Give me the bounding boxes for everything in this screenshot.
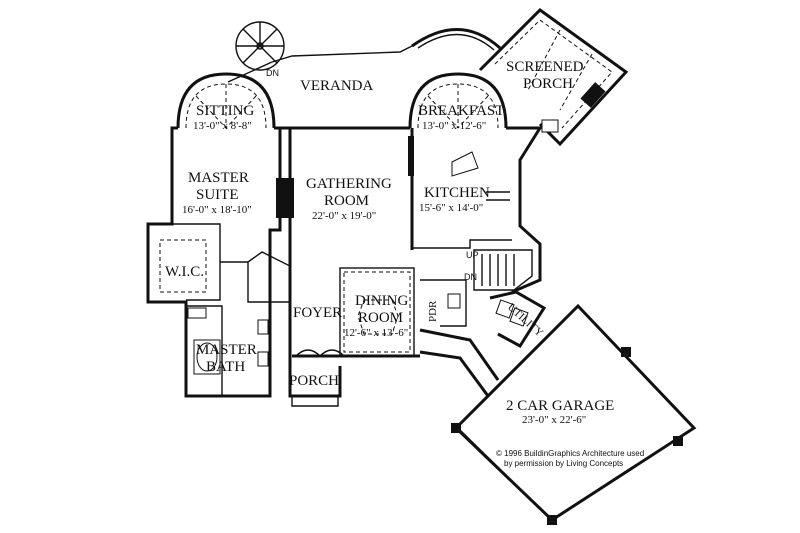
garage-dim: 23'-0" x 22'-6" (522, 414, 586, 426)
sitting-bay (176, 72, 276, 129)
service-walls (419, 279, 547, 397)
stair-up-label: UP (466, 250, 479, 260)
dining-label-2: ROOM (358, 310, 403, 326)
spiral-dn-label: DN (266, 68, 279, 78)
dining-dim: 12'-6" x 13'-6" (344, 327, 408, 339)
master-bath-label-2: BATH (206, 359, 245, 375)
kitchen-label: KITCHEN (424, 185, 490, 201)
dining-label-1: DINING (355, 293, 408, 309)
breakfast-label: BREAKFAST (418, 103, 504, 119)
porch-label: PORCH (289, 373, 339, 389)
main-walls (276, 126, 543, 356)
gathering-dim: 22'-0" x 19'-0" (312, 210, 376, 222)
master-suite-label-1: MASTER (188, 170, 249, 186)
sitting-dim: 13'-0" x 8'-8" (193, 120, 252, 132)
garage-label: 2 CAR GARAGE (506, 398, 614, 414)
veranda-outline (227, 28, 502, 83)
screened-label: SCREENED (506, 59, 584, 75)
stair-dn-label: DN (464, 272, 477, 282)
foyer-label: FOYER (293, 305, 342, 321)
breakfast-dim: 13'-0" x 12'-6" (422, 120, 486, 132)
garage-walls (451, 303, 697, 525)
copyright-line-1: © 1996 BuildinGraphics Architecture used (496, 449, 644, 458)
kitchen-dim: 15'-6" x 14'-0" (419, 202, 483, 214)
porch-walls (288, 349, 345, 407)
breakfast-bay (408, 72, 508, 129)
master-suite-label-2: SUITE (196, 187, 239, 203)
copyright-line-2: by permission by Living Concepts (504, 459, 623, 468)
sitting-label: SITTING (196, 103, 254, 119)
wic-label: W.I.C. (165, 264, 204, 280)
porch-screened-label: PORCH (523, 76, 573, 92)
gathering-label-2: ROOM (324, 193, 369, 209)
screened-porch-walls (478, 8, 629, 147)
pdr-label: PDR (427, 300, 439, 322)
master-bath-label-1: MASTER (196, 342, 257, 358)
dining-room-walls (292, 267, 420, 358)
veranda-label: VERANDA (300, 78, 373, 94)
spiral-stair (235, 21, 285, 71)
gathering-label-1: GATHERING (306, 176, 392, 192)
master-suite-dim: 16'-0" x 18'-10" (182, 204, 252, 216)
